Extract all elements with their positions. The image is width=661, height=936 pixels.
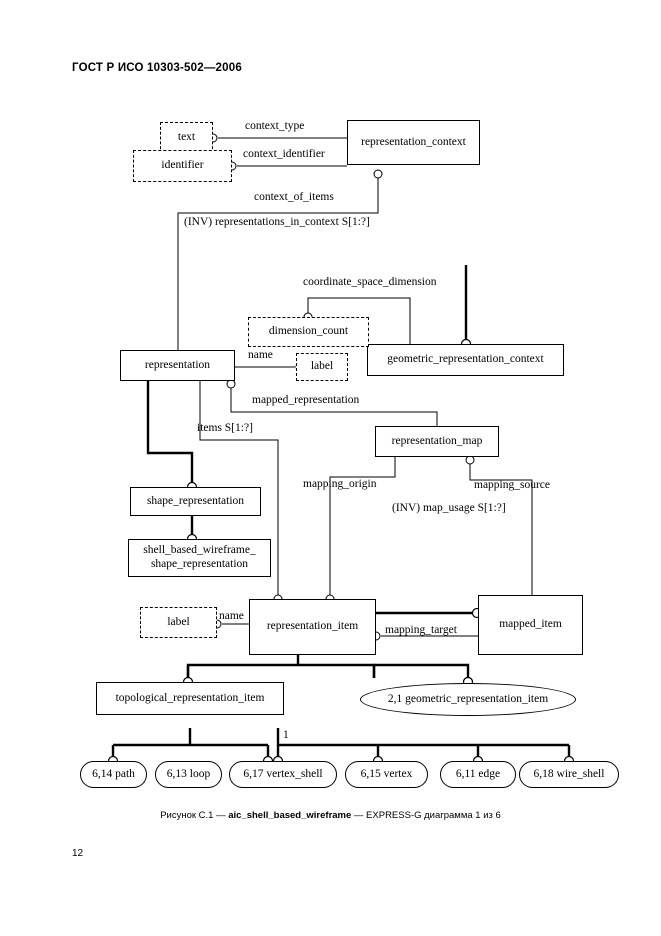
entity-wire-shell[interactable]: 6,18 wire_shell [519, 761, 619, 788]
entity-identifier[interactable]: identifier [133, 150, 232, 182]
entity-shell-based-wireframe-shape-representation[interactable]: shell_based_wireframe_ shape_representat… [128, 539, 271, 577]
express-g-diagram: text identifier representation_context g… [0, 95, 661, 815]
entity-label-name-representation[interactable]: label [296, 353, 348, 381]
relation-label-mapping-target: mapping_target [385, 624, 457, 636]
relation-label-mapping-origin: mapping_origin [303, 478, 377, 490]
entity-text[interactable]: text [160, 122, 213, 154]
caption-prefix: Рисунок C.1 — [160, 810, 229, 821]
entity-path[interactable]: 6,14 path [80, 761, 147, 788]
figure-caption: Рисунок C.1 — aic_shell_based_wireframe … [0, 810, 661, 821]
page-number: 12 [72, 848, 84, 859]
relation-label-mapping-source: mapping_source [474, 479, 551, 491]
entity-geometric-representation-context[interactable]: geometric_representation_context [367, 344, 564, 376]
relation-label-representations-in-context: (INV) representations_in_context S[1:?] [184, 216, 370, 228]
entity-mapped-item[interactable]: mapped_item [478, 595, 583, 655]
relation-label-mapped-representation: mapped_representation [252, 394, 360, 406]
entity-representation[interactable]: representation [120, 350, 235, 381]
relation-label-context-type: context_type [245, 120, 305, 132]
relation-label-context-of-items: context_of_items [254, 191, 334, 203]
entity-edge[interactable]: 6,11 edge [440, 761, 516, 788]
relation-label-name-representation: name [248, 349, 273, 361]
entity-loop[interactable]: 6,13 loop [155, 761, 222, 788]
entity-dimension-count[interactable]: dimension_count [248, 317, 369, 347]
relation-label-page-ref-1: 1 [283, 729, 289, 741]
relation-label-name-representation-item: name [219, 610, 244, 622]
page-title: ГОСТ Р ИСО 10303-502—2006 [72, 62, 242, 74]
entity-shape-representation[interactable]: shape_representation [130, 487, 261, 516]
entity-representation-context[interactable]: representation_context [347, 120, 480, 165]
caption-schema-name: aic_shell_based_wireframe [228, 810, 352, 821]
caption-suffix: — EXPRESS-G диаграмма 1 из 6 [351, 810, 501, 821]
entity-vertex-shell[interactable]: 6,17 vertex_shell [229, 761, 337, 788]
relation-label-items: items S[1:?] [197, 422, 253, 434]
entity-vertex[interactable]: 6,15 vertex [345, 761, 428, 788]
entity-representation-item[interactable]: representation_item [249, 599, 376, 655]
relation-label-coordinate-space-dimension: coordinate_space_dimension [303, 276, 437, 288]
entity-topological-representation-item[interactable]: topological_representation_item [96, 682, 284, 715]
entity-representation-map[interactable]: representation_map [375, 426, 499, 457]
entity-label-name-representation-item[interactable]: label [140, 607, 217, 638]
entity-geometric-representation-item[interactable]: 2,1 geometric_representation_item [360, 683, 576, 716]
relation-label-map-usage: (INV) map_usage S[1:?] [392, 502, 506, 514]
relation-label-context-identifier: context_identifier [243, 148, 325, 160]
